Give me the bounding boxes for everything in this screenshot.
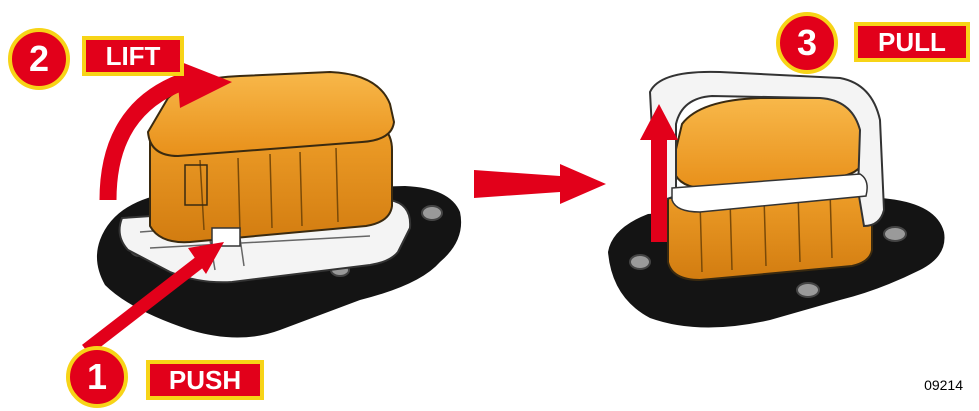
right-housing-ribs xyxy=(699,189,833,273)
step-1-label-badge: PUSH xyxy=(146,360,264,400)
figure-code: 09214 xyxy=(924,377,963,393)
right-housing-top xyxy=(670,97,866,190)
left-housing-slot xyxy=(184,164,208,206)
red-curved-lift-arrow xyxy=(99,60,232,201)
step-3-label-badge: PULL xyxy=(854,22,970,62)
step-2-label-badge: LIFT xyxy=(82,36,184,76)
left-housing-ribs xyxy=(199,147,339,233)
right-mount-hole xyxy=(883,226,907,242)
step-1-number-badge: 1 xyxy=(66,346,128,408)
left-latch-tab xyxy=(211,227,241,247)
right-mount-hole xyxy=(629,254,651,270)
right-latch-lower xyxy=(671,173,868,213)
right-connector-assembly xyxy=(608,70,945,328)
step-2-number-badge: 2 xyxy=(8,28,70,90)
right-latch-frame xyxy=(648,70,886,228)
red-push-arrow xyxy=(82,242,224,356)
left-mount-hole xyxy=(421,205,443,221)
red-pull-up-arrow xyxy=(640,104,678,242)
step-3-number-badge: 3 xyxy=(776,12,838,74)
right-mount-hole xyxy=(796,282,820,298)
red-transition-arrow xyxy=(474,164,606,204)
